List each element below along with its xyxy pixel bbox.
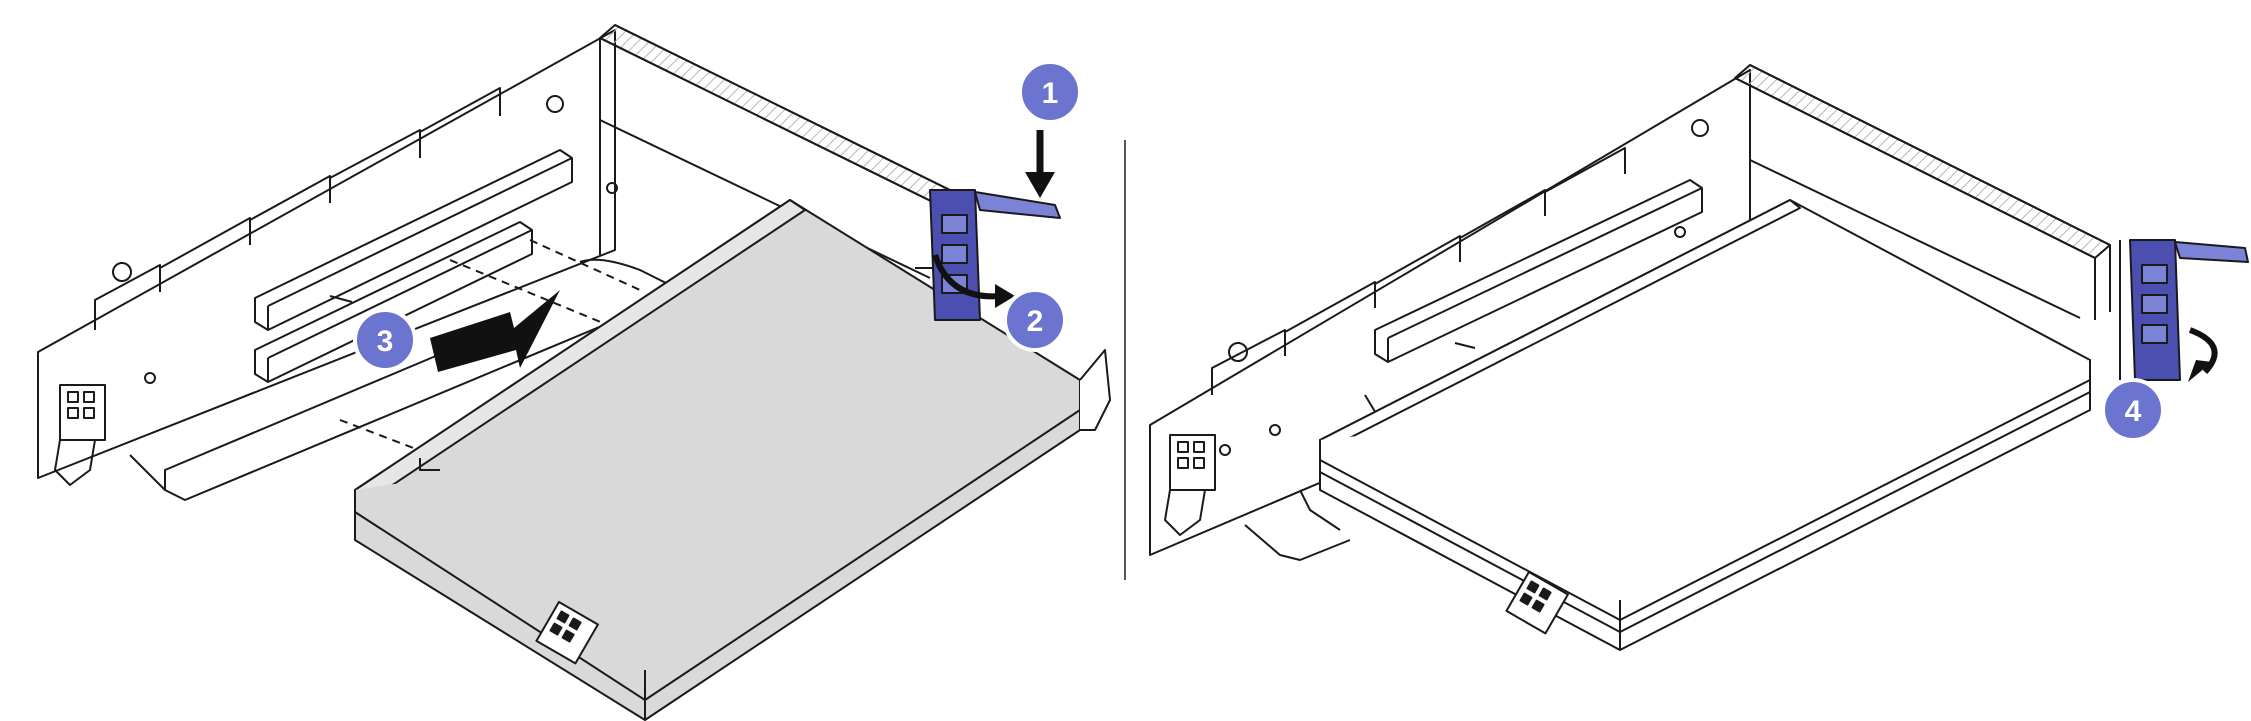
insertion-guide-lines xyxy=(339,239,641,461)
callout-2-label: 2 xyxy=(1027,305,1044,338)
riser-power-connector-left xyxy=(54,384,106,486)
pcie-adapter-card-right xyxy=(1319,199,2091,651)
pcie-slot-upper-right xyxy=(1374,179,1703,363)
callout-4: 4 xyxy=(2101,378,2165,442)
pcie-adapter-card-left xyxy=(354,199,1111,721)
pcie-slot-upper-left xyxy=(254,149,573,331)
right-step-panel xyxy=(1149,64,2249,651)
insert-arrow-icon xyxy=(430,290,560,372)
close-latch-arrow-icon xyxy=(2188,327,2218,382)
left-step-panel xyxy=(37,24,1111,721)
riser-power-connector-right xyxy=(1164,434,1216,536)
callout-1-label: 1 xyxy=(1042,77,1059,110)
callout-4-label: 4 xyxy=(2125,395,2142,428)
callout-3: 3 xyxy=(353,308,417,372)
retention-latch-right xyxy=(2119,239,2249,381)
rotate-latch-arrow-icon xyxy=(932,253,1015,308)
retention-latch-left xyxy=(929,189,1061,321)
callout-3-label: 3 xyxy=(377,325,394,358)
riser-bracket-left xyxy=(37,29,618,479)
pcie-slot-lower-left xyxy=(254,221,533,383)
riser-cage-frame-right xyxy=(1734,64,2111,320)
callout-1: 1 xyxy=(1018,60,1082,124)
callout-2: 2 xyxy=(1003,288,1067,352)
press-down-arrow-icon xyxy=(1025,130,1055,198)
riser-tray-left xyxy=(129,258,701,501)
